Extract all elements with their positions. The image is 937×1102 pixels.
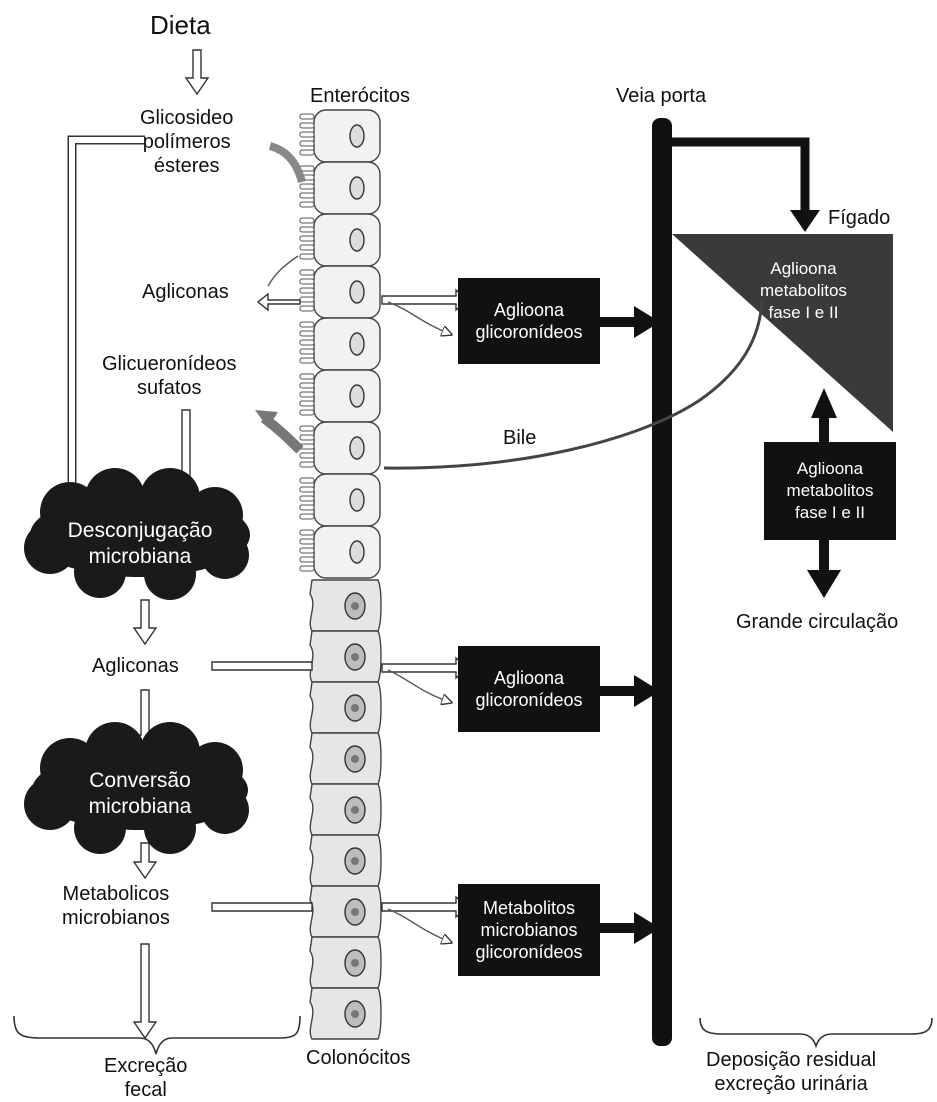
bile-curve xyxy=(383,299,764,470)
cloud-desconjugacao xyxy=(24,468,250,600)
enterocyte-cell xyxy=(299,369,381,423)
label-glicueronideos: Glicueronídeos sufatos xyxy=(102,353,237,399)
enterocyte-cell xyxy=(299,109,381,163)
colonocyte-cell xyxy=(309,630,382,683)
label-glicosideo: Glicosideo polímeros ésteres xyxy=(140,107,234,177)
colonocyte-cell xyxy=(309,885,382,938)
box-metabolitos: Metabolitos microbianos glicoronídeos xyxy=(458,884,600,976)
cloud-text-conversao: Conversão microbiana xyxy=(88,769,192,818)
colonocyte-cell xyxy=(309,783,382,836)
enterocyte-cell xyxy=(299,265,381,319)
label-metabolicos: Metabolicos microbianos xyxy=(62,883,170,929)
colonocyte-cell xyxy=(309,834,382,887)
colonocyte-cell xyxy=(309,732,382,785)
label-enterocitos: Enterócitos xyxy=(310,85,411,107)
colonocyte-cell xyxy=(309,936,382,989)
label-dieta: Dieta xyxy=(150,10,211,40)
box-aglioona-2: Aglioona glicoronídeos xyxy=(458,646,600,732)
liver-text: Aglioona metabolitos fase I e II xyxy=(760,259,847,322)
enterocyte-cell xyxy=(299,421,381,475)
portal-vein xyxy=(652,118,672,1046)
enterocyte-cell xyxy=(299,473,381,527)
enterocyte-cell xyxy=(299,213,381,267)
box-aglioona-1: Aglioona glicoronídeos xyxy=(458,278,600,364)
colonocyte-cell xyxy=(309,579,382,632)
label-figado: Fígado xyxy=(828,207,891,229)
label-agliconas-mid: Agliconas xyxy=(92,655,179,677)
cloud-text-desconjugacao: Desconjugação microbiana xyxy=(67,519,213,568)
label-agliconas-top: Agliconas xyxy=(142,281,229,303)
colonocyte-cell xyxy=(309,681,382,734)
colonocyte-column xyxy=(309,579,382,1040)
colonocyte-cell xyxy=(309,987,382,1040)
label-excrecao-fecal: Excreção fecal xyxy=(104,1055,188,1101)
label-veia-porta: Veia porta xyxy=(616,85,707,107)
enterocyte-cell xyxy=(299,317,381,371)
cloud-conversao xyxy=(24,722,249,854)
enterocyte-column xyxy=(299,109,381,579)
enterocyte-cell xyxy=(299,525,381,579)
label-colonocitos: Colonócitos xyxy=(306,1047,411,1069)
label-deposicao: Deposição residual excreção urinária xyxy=(706,1049,877,1095)
box-liver-metabolitos: Aglioona metabolitos fase I e II xyxy=(764,442,896,540)
liver-triangle xyxy=(672,234,893,432)
brace-fecal xyxy=(13,1015,301,1055)
glicosideo-loop-arrow xyxy=(67,135,145,490)
label-bile: Bile xyxy=(503,427,537,449)
enterocyte-cell xyxy=(299,161,381,215)
vein-to-liver-arrow xyxy=(672,137,810,220)
brace-urinaria xyxy=(699,1017,933,1049)
label-grande-circulacao: Grande circulação xyxy=(736,611,899,633)
